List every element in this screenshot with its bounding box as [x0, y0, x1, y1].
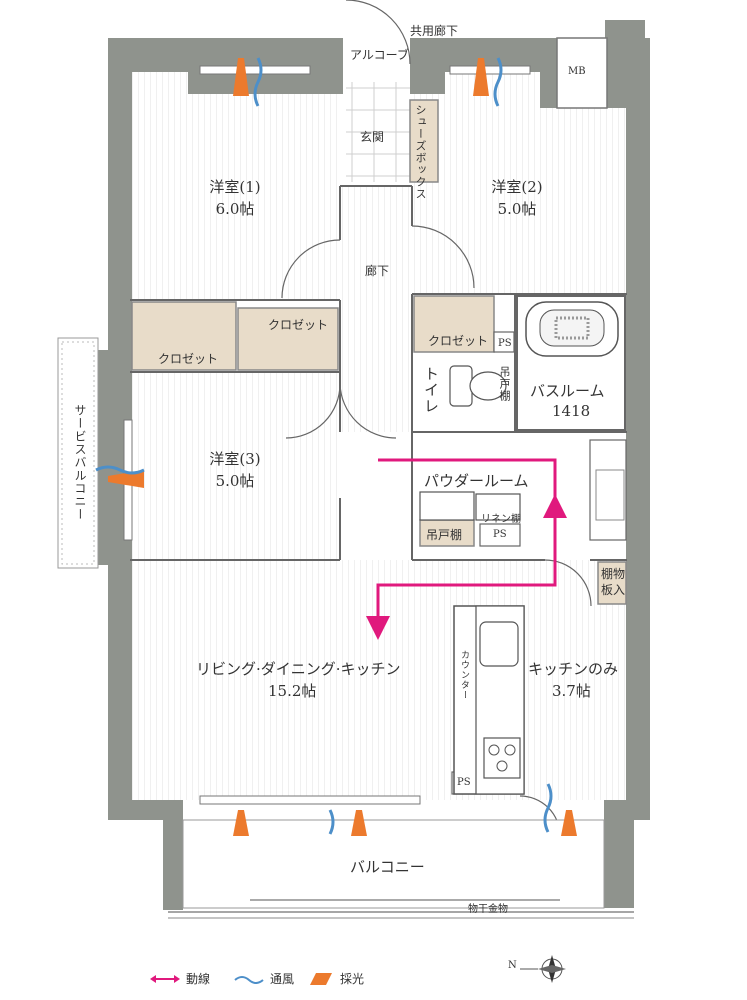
label-counter: カウンター	[459, 650, 469, 700]
label-storage: 棚物板入	[600, 567, 625, 597]
label-hanging-shelf-2: 吊戸棚	[426, 528, 463, 542]
room3-floor	[130, 372, 340, 560]
label-service-balcony: サービスバルコニー	[73, 404, 87, 521]
legend-daylight: 採光	[308, 970, 364, 987]
label-shoes-box: シューズボックス	[414, 104, 427, 200]
daylight-markers	[108, 58, 577, 836]
legend-ventilation-label: 通風	[270, 972, 295, 986]
ldk-floor	[130, 560, 630, 800]
circulation-path	[366, 458, 567, 640]
label-kitchen-name: キッチンのみ	[528, 660, 619, 678]
label-ps-2: PS	[493, 529, 507, 540]
label-alcove: アルコーブ	[350, 48, 409, 62]
label-hallway: 廊下	[365, 264, 390, 278]
kitchen-counter	[453, 605, 525, 795]
compass-n-label: N	[508, 960, 517, 971]
interior-walls	[130, 185, 627, 561]
circulation-icon	[150, 974, 180, 983]
mb-box	[556, 37, 608, 109]
legend-circulation-label: 動線	[186, 972, 211, 986]
label-hanging-shelf-1: 吊戸棚	[498, 366, 511, 402]
legend-daylight-label: 採光	[340, 972, 365, 986]
label-bathroom: バスルーム	[530, 382, 605, 400]
toilet-fixture	[449, 365, 507, 407]
balcony-area	[168, 819, 634, 919]
genkan-floor	[346, 82, 410, 182]
label-ldk-name: リビング·ダイニング·キッチン	[196, 660, 401, 678]
label-kitchen-size: 3.7帖	[552, 682, 591, 700]
closets	[131, 99, 627, 605]
legend-ventilation: 通風	[234, 970, 294, 987]
label-ldk-size: 15.2帖	[268, 682, 317, 700]
label-room1-name: 洋室(1)	[209, 178, 261, 196]
label-mb: MB	[568, 66, 586, 77]
compass-icon	[520, 955, 566, 983]
service-balcony-area	[57, 337, 99, 569]
label-room2-name: 洋室(2)	[491, 178, 543, 196]
label-bath-size: 1418	[552, 402, 591, 420]
label-toilet: トイレ	[422, 366, 440, 414]
label-powder-room: パウダールーム	[424, 472, 529, 490]
daylight-icon	[310, 972, 332, 985]
label-genkan: 玄関	[360, 130, 385, 144]
label-room3-size: 5.0帖	[215, 472, 255, 490]
room1-floor	[130, 72, 340, 300]
hallway-floor	[342, 186, 414, 432]
label-drying-rack: 物干金物	[468, 904, 508, 915]
bathroom	[516, 295, 626, 431]
label-closet-1: クロゼット	[268, 318, 329, 332]
legend-circulation: 動線	[150, 970, 210, 987]
label-closet-2: クロゼット	[158, 352, 219, 366]
label-room2-size: 5.0帖	[497, 200, 537, 218]
label-room1-size: 6.0帖	[215, 200, 255, 218]
ventilation-markers	[95, 57, 553, 835]
label-room3-name: 洋室(3)	[209, 450, 261, 468]
label-linen-shelf: リネン棚	[481, 514, 521, 525]
kitchen-storage	[589, 439, 627, 541]
label-ps-3: PS	[457, 777, 471, 788]
label-ps-1: PS	[498, 338, 512, 349]
powder-fixtures	[419, 491, 521, 521]
ventilation-icon	[234, 975, 264, 984]
label-closet-3: クロゼット	[428, 334, 489, 348]
label-shared-corridor: 共用廊下	[410, 24, 459, 38]
room2-floor	[412, 72, 627, 294]
label-balcony: バルコニー	[350, 858, 425, 876]
